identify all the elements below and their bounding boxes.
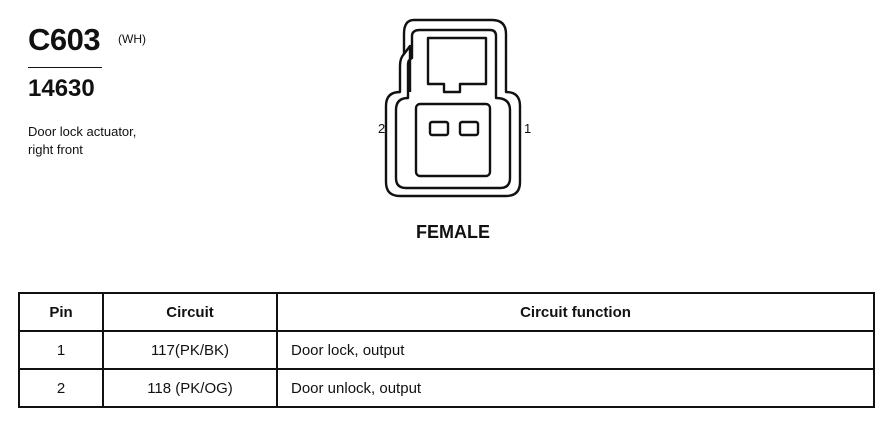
connector-description: Door lock actuator, right front [28,123,228,159]
connector-face-diagram [384,18,522,198]
cell-circuit: 117(PK/BK) [102,330,278,370]
latch-tab [426,36,488,94]
pin-1-cavity [458,120,480,137]
connector-outer-shell [384,18,522,198]
pin-2-label: 2 [378,121,386,136]
connector-inner-shell [394,28,512,190]
header-pin: Pin [18,292,104,332]
pinout-table: Pin Circuit Circuit function 1 117(PK/BK… [18,292,875,408]
wire-color-code: (WH) [118,32,146,46]
table-row: 2 118 (PK/OG) Door unlock, output [18,368,875,408]
terminal-cavity-housing [414,102,492,178]
pin-2-cavity [428,120,450,137]
id-divider [28,67,102,68]
description-line-2: right front [28,142,83,157]
cell-pin: 1 [18,330,104,370]
cell-circuit: 118 (PK/OG) [102,368,278,408]
cell-pin: 2 [18,368,104,408]
locking-slot [403,44,412,92]
part-number: 14630 [28,75,95,102]
pin-1-label: 1 [524,121,532,136]
description-line-1: Door lock actuator, [28,124,137,139]
cell-circuit-function: Door lock, output [276,330,875,370]
header-circuit: Circuit [102,292,278,332]
cell-circuit-function: Door unlock, output [276,368,875,408]
table-header-row: Pin Circuit Circuit function [18,292,875,332]
header-circuit-function: Circuit function [276,292,875,332]
connector-id: C603 [28,22,101,57]
table-row: 1 117(PK/BK) Door lock, output [18,330,875,370]
connector-gender-label: FEMALE [416,222,490,242]
